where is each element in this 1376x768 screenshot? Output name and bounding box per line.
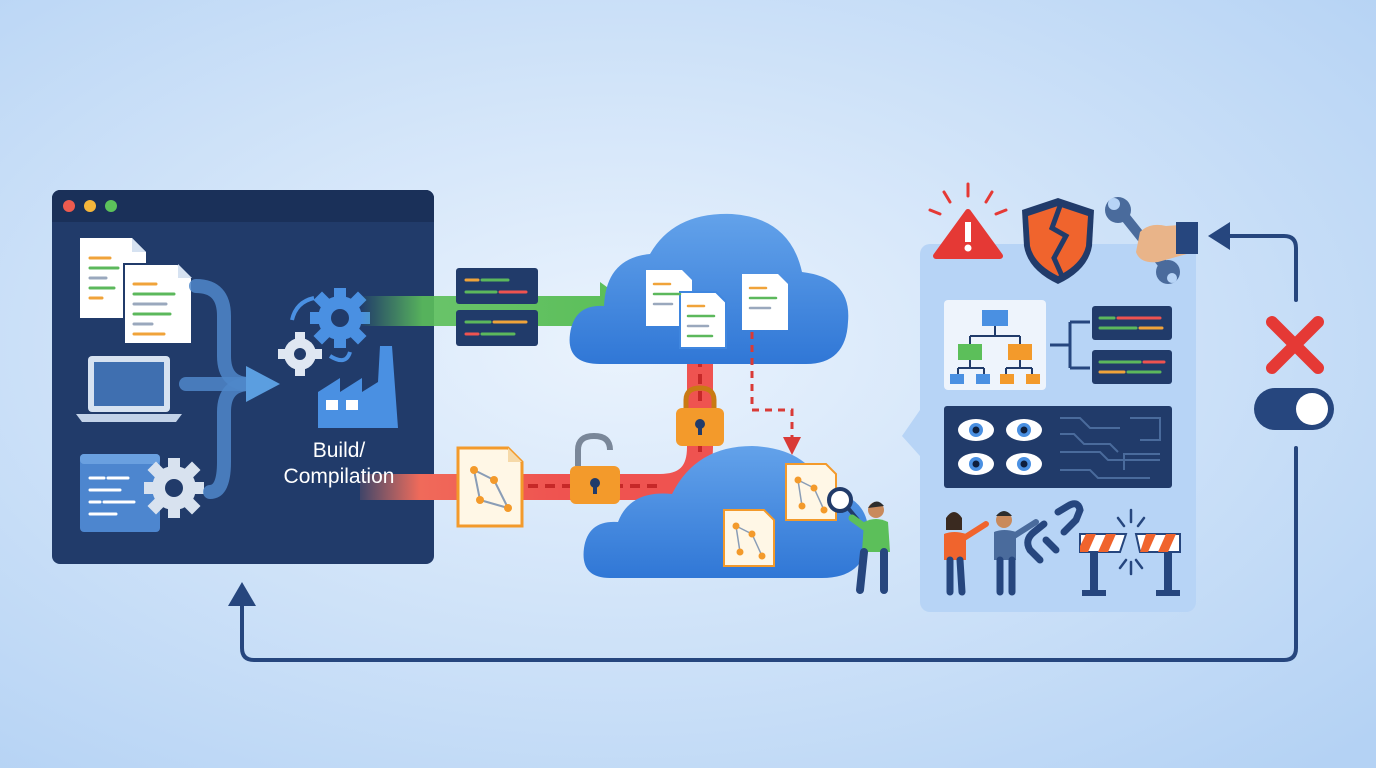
eyes-icon	[944, 406, 1172, 488]
unlocked-padlock-icon	[570, 432, 620, 504]
loop-arrowhead-left	[1208, 222, 1230, 250]
circuit-pattern	[1060, 417, 1161, 479]
people-pointing-icon	[944, 511, 1039, 596]
code-snippet-cards	[456, 268, 538, 346]
window-close-dot	[63, 200, 75, 212]
window-maximize-dot	[105, 200, 117, 212]
cloud-model-documents	[723, 463, 837, 567]
hierarchy-code-cards	[1092, 306, 1172, 384]
person-with-magnifier	[827, 487, 890, 594]
broken-chain-icon	[1024, 500, 1084, 564]
panel-pointer	[902, 410, 920, 456]
factory-icon	[318, 346, 398, 428]
locked-padlock-icon	[676, 385, 724, 446]
toggle-switch-icon[interactable]	[1254, 388, 1334, 430]
warning-triangle-icon	[928, 182, 1008, 259]
loop-arrowhead-up	[228, 582, 256, 606]
cloud-documents	[646, 270, 788, 349]
feedback-loop-line	[240, 234, 1298, 662]
gear-icon-small	[144, 458, 204, 518]
gears-icon	[278, 288, 370, 376]
dashed-connector-upper	[750, 332, 801, 455]
model-document-icon	[456, 446, 524, 528]
window-minimize-dot	[84, 200, 96, 212]
build-compilation-label: Build/ Compilation	[283, 439, 395, 488]
broken-shield-icon	[1022, 198, 1094, 284]
input-arrowhead	[246, 366, 280, 402]
hierarchy-connector	[1050, 320, 1090, 370]
broken-barrier-icon	[1079, 508, 1181, 596]
wrench-icon	[1105, 197, 1198, 284]
documents-icon	[80, 238, 193, 345]
laptop-icon	[76, 356, 182, 422]
red-x-icon	[1266, 316, 1324, 374]
code-window-icon	[80, 454, 160, 532]
input-merge-arrows	[179, 279, 257, 499]
magnifying-glass-icon	[827, 487, 853, 513]
hierarchy-icon	[944, 300, 1046, 390]
